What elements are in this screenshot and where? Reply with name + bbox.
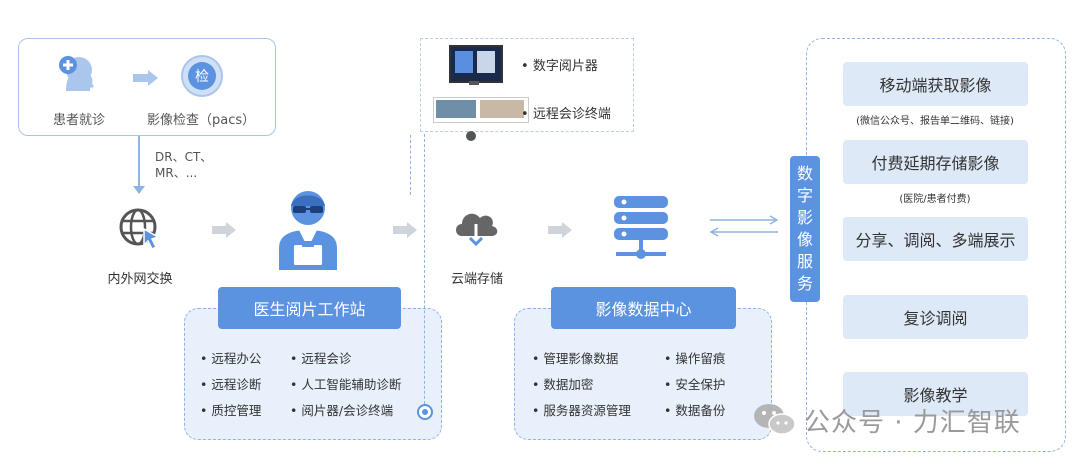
service-mobile-access: 移动端获取影像: [843, 62, 1028, 106]
intake-arrow-bar: [133, 74, 149, 82]
patient-icon: [56, 53, 100, 97]
consult-terminal-icon: [433, 97, 529, 123]
monitor-stand: [469, 81, 479, 85]
patient-label: 患者就诊: [53, 113, 106, 128]
server-icon: [612, 194, 670, 268]
connector-dot: [417, 404, 433, 420]
workstation-panel: [184, 308, 442, 440]
workstation-feature: 远程会诊: [301, 351, 352, 366]
modalities-line-2: MR、...: [155, 166, 198, 180]
modalities-line-1: DR、CT、: [155, 150, 213, 164]
exam-label: 影像检查（pacs）: [147, 113, 256, 128]
doctor-icon: [275, 186, 341, 274]
workstation-feature: 质控管理: [211, 403, 262, 418]
datacenter-feature: 数据备份: [675, 403, 726, 418]
terminal-connector-diag: [410, 135, 425, 195]
service-paid-note: (医院/患者付费): [899, 194, 971, 205]
datacenter-panel: [514, 308, 772, 440]
workstation-features: • 远程办公• 远程会诊 • 远程诊断• 人工智能辅助诊断 • 质控管理• 阅片…: [200, 351, 402, 418]
terminal-hub-dot: [466, 131, 476, 141]
datacenter-feature: 安全保护: [675, 377, 726, 392]
service-teaching: 影像教学: [843, 372, 1028, 416]
wechat-icon: [752, 402, 798, 438]
exam-icon: 检: [181, 55, 223, 97]
intake-panel: 检 患者就诊 影像检查（pacs）: [18, 38, 276, 136]
workstation-feature: 阅片器/会诊终端: [301, 403, 394, 418]
terminal-connector: [424, 134, 425, 409]
datacenter-features: • 管理影像数据• 操作留痕 • 数据加密• 安全保护 • 服务器资源管理• 数…: [532, 351, 726, 418]
datacenter-feature: 管理影像数据: [543, 351, 619, 366]
datacenter-title: 影像数据中心: [551, 287, 736, 329]
bidirectional-arrows: [708, 214, 780, 242]
cloud-icon: [452, 204, 500, 252]
workstation-feature: 人工智能辅助诊断: [301, 377, 402, 392]
workstation-feature: 远程诊断: [211, 377, 262, 392]
terminal-item-2: • 远程会诊终端: [521, 107, 611, 122]
intake-down-line: [138, 136, 140, 188]
service-followup: 复诊调阅: [843, 295, 1028, 339]
workstation-title: 医生阅片工作站: [218, 287, 401, 329]
intake-down-arrowhead: [133, 186, 145, 194]
datacenter-feature: 数据加密: [543, 377, 594, 392]
services-vertical-label: 数 字 影 像 服 务: [790, 156, 820, 302]
datacenter-feature: 操作留痕: [675, 351, 726, 366]
service-mobile-note: (微信公众号、报告单二维码、链接): [856, 116, 1014, 127]
watermark-text: 公众号 · 力汇智联: [804, 408, 1021, 438]
cloud-label: 云端存储: [450, 272, 503, 287]
service-share-view: 分享、调阅、多端展示: [843, 217, 1028, 261]
terminals-panel: • 数字阅片器 • 远程会诊终端: [420, 38, 634, 132]
datacenter-feature: 服务器资源管理: [543, 403, 631, 418]
globe-icon: [118, 207, 164, 255]
viewer-monitor-icon: [449, 45, 503, 83]
workstation-feature: 远程办公: [211, 351, 262, 366]
network-label: 内外网交换: [107, 272, 173, 287]
service-paid-storage: 付费延期存储影像: [843, 140, 1028, 184]
intake-arrow-head: [148, 70, 158, 86]
terminal-item-1: • 数字阅片器: [521, 59, 598, 74]
